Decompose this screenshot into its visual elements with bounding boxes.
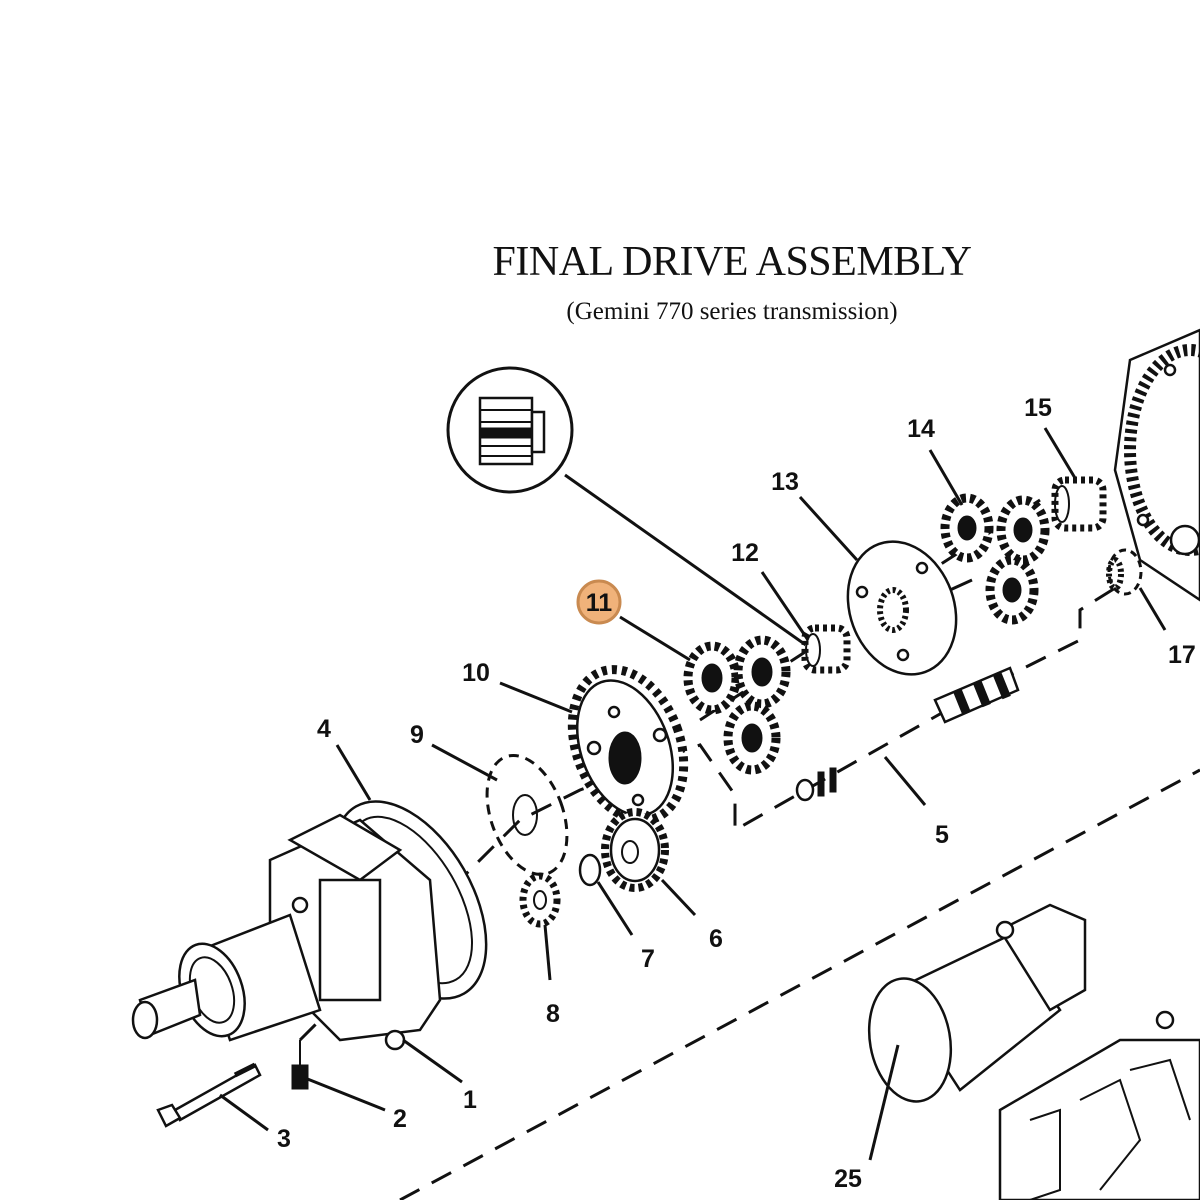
callout-label-5: 5 bbox=[935, 821, 949, 849]
callout-label-14: 14 bbox=[907, 415, 935, 443]
washer-part-8 bbox=[519, 872, 561, 928]
detail-callout-bearing bbox=[446, 366, 821, 657]
carrier-plate-part-13 bbox=[846, 540, 973, 676]
page-title: FINAL DRIVE ASSEMBLY bbox=[492, 239, 972, 285]
highlight-marker-11 bbox=[576, 579, 622, 625]
callout-label-25: 25 bbox=[834, 1165, 862, 1193]
axle-shaft-part-5 bbox=[795, 666, 1020, 802]
housing-part-4 bbox=[131, 800, 488, 1051]
leader-lines bbox=[219, 427, 1167, 1161]
callout-label-17: 17 bbox=[1168, 641, 1196, 669]
callout-label-9: 9 bbox=[410, 721, 424, 749]
shaft-centerline bbox=[298, 583, 1121, 1042]
callout-label-6: 6 bbox=[709, 925, 723, 953]
callout-label-12: 12 bbox=[731, 539, 759, 567]
callout-label-8: 8 bbox=[546, 1000, 560, 1028]
callout-label-7: 7 bbox=[641, 945, 655, 973]
callout-label-15: 15 bbox=[1024, 394, 1052, 422]
large-gear-part-10 bbox=[567, 665, 689, 825]
gasket-part-9 bbox=[485, 753, 569, 877]
callout-label-11: 11 bbox=[586, 589, 613, 617]
snap-ring-part-17 bbox=[1106, 548, 1143, 596]
callout-label-10: 10 bbox=[462, 659, 490, 687]
callout-label-3: 3 bbox=[277, 1125, 291, 1153]
motor-part-25 bbox=[867, 903, 1200, 1200]
pinion-part-15 bbox=[1051, 476, 1107, 532]
callout-label-13: 13 bbox=[771, 468, 799, 496]
plug-part-2 bbox=[291, 1064, 309, 1090]
ring-part-7 bbox=[578, 853, 602, 887]
bolt-part-3 bbox=[156, 1062, 262, 1128]
page-subtitle: (Gemini 770 series transmission) bbox=[566, 298, 898, 325]
assembly-centerline bbox=[399, 768, 1200, 1200]
planet-gears-part-14 bbox=[940, 493, 1050, 625]
callout-label-2: 2 bbox=[393, 1105, 407, 1133]
ring-gear-housing bbox=[1113, 328, 1200, 602]
planet-gears-part-11 bbox=[683, 635, 791, 775]
callout-label-1: 1 bbox=[463, 1086, 477, 1114]
callout-label-4: 4 bbox=[317, 715, 331, 743]
sun-gear-part-12 bbox=[801, 624, 851, 674]
gear-part-6 bbox=[601, 808, 669, 892]
